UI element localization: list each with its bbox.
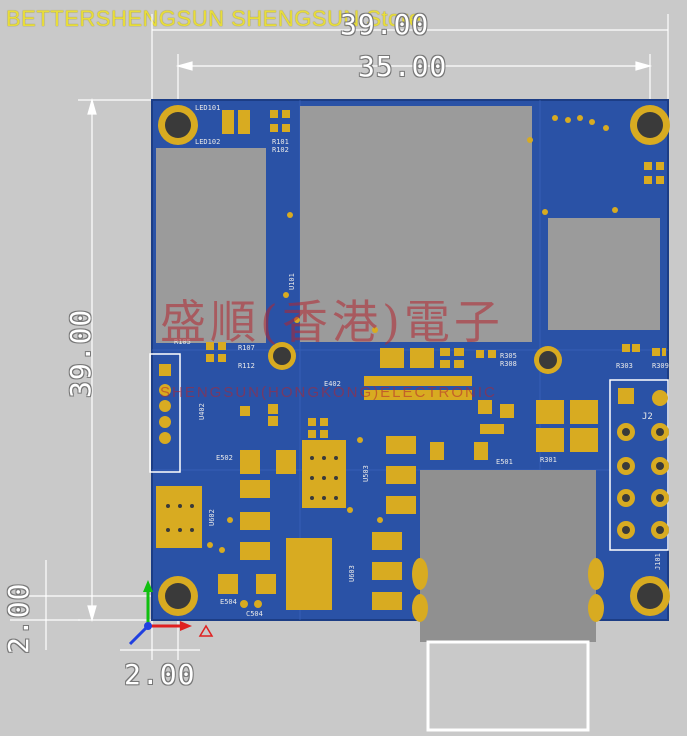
watermark-chinese: 盛順(香港)電子	[160, 295, 504, 349]
label-r303: R303	[616, 362, 633, 370]
label-e502: E502	[216, 454, 233, 462]
label-r301: R301	[540, 456, 557, 464]
dim-bottom-small: 2.00	[124, 658, 196, 691]
dim-outer-width: 39.00	[340, 8, 430, 41]
label-e501: E501	[496, 458, 513, 466]
label-j2: J2	[642, 412, 653, 422]
mounting-holes	[158, 105, 670, 616]
label-r101: R101	[272, 138, 289, 146]
label-r309: R309	[652, 362, 669, 370]
chip-right	[548, 218, 660, 330]
label-u603: U603	[348, 565, 356, 582]
label-r308: R308	[500, 360, 517, 368]
label-e504: E504	[220, 598, 237, 606]
header-left	[149, 353, 181, 473]
label-led101: LED101	[195, 104, 221, 112]
store-watermark: BETTERSHENGSUN SHENGSUN Store	[6, 6, 422, 31]
label-j101: J101	[654, 553, 662, 570]
usb-connector-plug	[426, 640, 590, 732]
label-r105: R105	[174, 338, 191, 346]
chip-left	[156, 148, 266, 343]
label-u602: U602	[208, 509, 216, 526]
label-u503: U503	[362, 465, 370, 482]
label-led102: LED102	[195, 138, 221, 146]
axis-indicator	[128, 580, 214, 646]
label-r112: R112	[238, 362, 255, 370]
chip-center	[300, 106, 532, 342]
label-u402: U402	[198, 403, 206, 420]
label-r102: R102	[272, 146, 289, 154]
label-e402: E402	[324, 380, 341, 388]
watermark-english: SHENGSUN(HONGKONG)ELECTRONIC	[160, 384, 497, 401]
label-r305: R305	[500, 352, 517, 360]
label-r107: R107	[238, 344, 255, 352]
usb-connector-body	[420, 470, 596, 642]
label-c504: C504	[246, 610, 263, 618]
dim-inner-width: 35.00	[358, 50, 448, 83]
